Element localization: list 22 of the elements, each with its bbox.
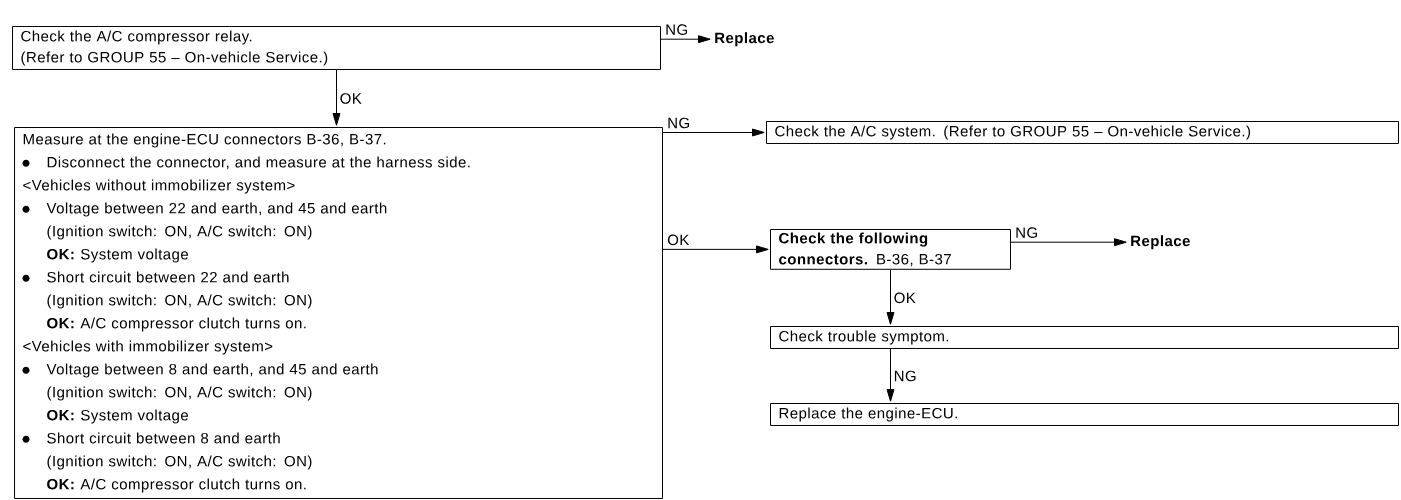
process-box: Check the A/C compressor relay. (Refer to GROUP 55 – On-vehicle Service.) xyxy=(12,26,661,70)
edge-label: NG xyxy=(668,117,689,129)
edge-label: OK xyxy=(667,234,690,246)
edge-label: NG xyxy=(666,24,687,35)
process-box: Check the A/C system. (Refer to GROUP 55 – On-vehicle Service.) xyxy=(766,121,1399,144)
arrow xyxy=(1010,238,1127,247)
process-box: Check trouble symptom. xyxy=(770,326,1399,349)
action-text: Replace xyxy=(1131,235,1190,250)
arrow xyxy=(886,348,895,402)
process-box: Check the following connectors. B-36, B-37 xyxy=(770,229,1011,270)
edge-label: OK xyxy=(340,93,362,104)
edge-label: NG xyxy=(894,370,916,382)
process-box: Replace the engine-ECU. xyxy=(770,403,1399,426)
arrow xyxy=(886,269,895,325)
edge-label: NG xyxy=(1016,227,1037,238)
arrow xyxy=(662,128,765,137)
arrow xyxy=(660,35,711,44)
edge-label: OK xyxy=(894,292,916,304)
instruction-box: Measure at the engine-ECU connectors B-36, B-37. Disconnect the connector, and measure at the harness side. <Vehicles without immobilizer system> Voltage between 22 and earth, and 45 and earth (Ignition switch: ON, A/C switch: ON) OK: System voltage Short circuit between 22 and earth (Ignition switch: ON, A/C switch: ON) OK: A/C compressor clutch turns on. <Vehicles with immobilizer system> Voltage between 8 and earth, and 45 and earth (Ignition switch: ON, A/C switch: ON) OK: System voltage Short circuit between 8 and earth (Ignition switch: ON, A/C switch: ON) OK: A/C compressor clutch turns on. xyxy=(14,127,663,499)
action-text: Replace xyxy=(715,32,774,47)
arrow xyxy=(332,69,341,126)
arrow xyxy=(662,245,769,254)
